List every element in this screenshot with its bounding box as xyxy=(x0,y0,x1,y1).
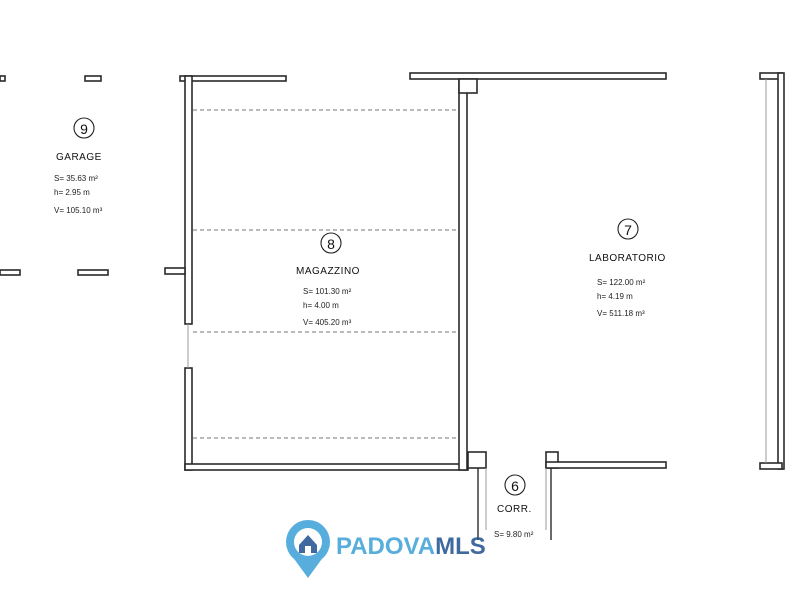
wall-stub xyxy=(164,267,186,275)
wall-corner xyxy=(467,451,487,469)
brand-part-mls: MLS xyxy=(435,533,486,560)
room-surface: S= 122.00 m² xyxy=(597,278,646,287)
garage-walls xyxy=(0,75,109,276)
corridor-walls xyxy=(477,468,552,540)
room-name: GARAGE xyxy=(56,152,102,163)
wall-left-upper xyxy=(184,75,193,325)
room-surface: S= 9.80 m² xyxy=(494,530,534,539)
room-surface: S= 35.63 m² xyxy=(54,174,98,183)
room-number: 6 xyxy=(511,478,519,494)
wall-corner xyxy=(458,78,478,94)
wall-top xyxy=(409,72,667,80)
wall-segment xyxy=(0,269,21,276)
wall-right xyxy=(777,72,785,470)
room-surface: S= 101.30 m² xyxy=(303,287,352,296)
room-corridor: 6 CORR. S= 9.80 m² xyxy=(494,474,534,539)
room-volume: V= 511.18 m³ xyxy=(597,309,645,318)
wall-bottom xyxy=(184,463,469,471)
wall-bottom xyxy=(545,461,667,469)
room-height: h= 4.00 m xyxy=(303,301,339,310)
wall-segment xyxy=(77,269,109,276)
room-number-circle xyxy=(504,474,526,496)
laboratorio-walls xyxy=(409,72,785,470)
room-name: LABORATORIO xyxy=(589,253,666,264)
wall-right-bottom xyxy=(759,462,783,470)
wall-segment xyxy=(0,75,6,82)
room-number-circle xyxy=(617,218,639,240)
room-laboratorio: 7 LABORATORIO S= 122.00 m² h= 4.19 m V= … xyxy=(589,218,666,318)
room-number-circle xyxy=(320,232,342,254)
room-volume: V= 105.10 m³ xyxy=(54,206,103,215)
room-height: h= 2.95 m xyxy=(54,188,90,197)
room-number: 8 xyxy=(327,236,335,252)
room-garage: 9 GARAGE S= 35.63 m² h= 2.95 m V= 105.10… xyxy=(54,117,103,215)
room-number: 7 xyxy=(624,222,632,238)
room-name: MAGAZZINO xyxy=(296,266,360,277)
room-name: CORR. xyxy=(497,504,532,515)
brand-part-padova: PADOVA xyxy=(336,533,435,560)
room-height: h= 4.19 m xyxy=(597,292,633,301)
room-magazzino: 8 MAGAZZINO S= 101.30 m² h= 4.00 m V= 40… xyxy=(296,232,360,327)
brand-wordmark: PADOVAMLS xyxy=(336,533,486,560)
room-number: 9 xyxy=(80,121,88,137)
house-location-pin-icon xyxy=(286,520,330,578)
wall-right xyxy=(458,75,468,471)
wall-left-lower xyxy=(184,367,193,471)
room-volume: V= 405.20 m³ xyxy=(303,318,352,327)
room-number-circle xyxy=(73,117,95,139)
wall-segment xyxy=(84,75,102,82)
wall-top xyxy=(179,75,287,82)
watermark-logo: PADOVAMLS xyxy=(286,520,486,578)
